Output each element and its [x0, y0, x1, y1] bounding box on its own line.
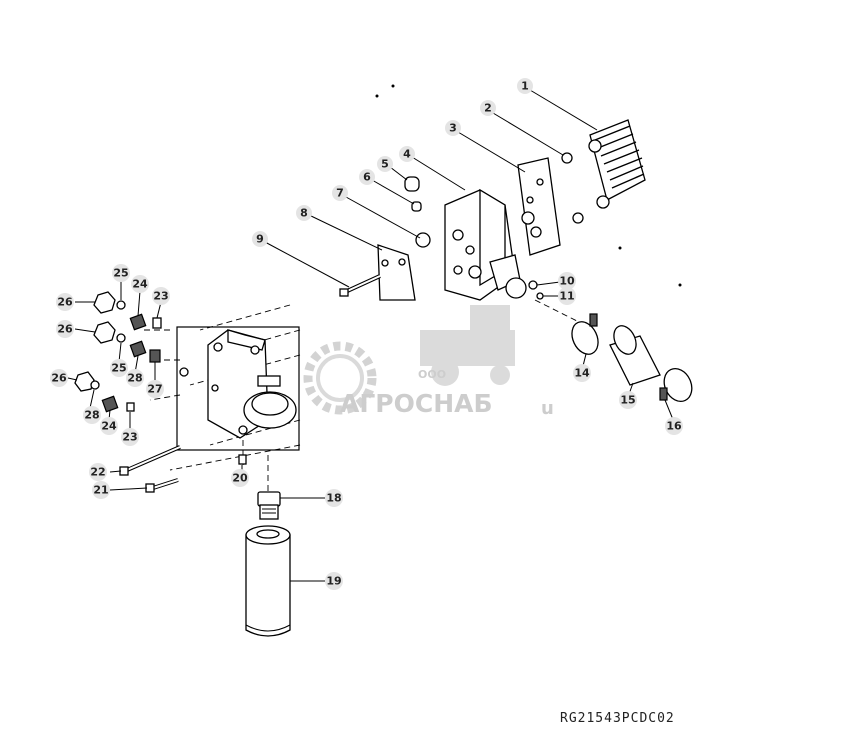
callout-24-b: 24 — [100, 417, 118, 435]
callout-26-b: 26 — [56, 320, 74, 338]
housing-gasket — [377, 244, 416, 301]
hose-clamp-14 — [571, 313, 599, 355]
left-fittings — [74, 291, 189, 413]
svg-text:3: 3 — [449, 122, 457, 135]
callout-14: 14 — [573, 364, 591, 382]
plug-6 — [411, 201, 422, 212]
svg-text:25: 25 — [111, 362, 126, 375]
plug-20 — [238, 454, 247, 465]
filter-base-detail-box — [176, 326, 300, 451]
leader-lines — [67, 89, 675, 582]
svg-text:15: 15 — [620, 394, 635, 407]
svg-text:23: 23 — [153, 290, 168, 303]
callout-1: 1 — [517, 78, 533, 94]
callout-5: 5 — [377, 156, 393, 172]
callout-4: 4 — [399, 146, 415, 162]
svg-text:21: 21 — [93, 484, 108, 497]
svg-text:18: 18 — [326, 492, 341, 505]
svg-text:26: 26 — [57, 296, 73, 309]
callout-6: 6 — [359, 169, 375, 185]
svg-text:1: 1 — [521, 80, 529, 93]
svg-text:8: 8 — [300, 207, 308, 220]
svg-text:4: 4 — [403, 148, 411, 161]
callout-20: 20 — [231, 469, 249, 487]
figure-reference-code: RG21543PCDC02 — [560, 711, 675, 726]
svg-text:28: 28 — [127, 372, 142, 385]
svg-text:7: 7 — [336, 187, 344, 200]
svg-text:23: 23 — [122, 431, 137, 444]
callout-24-a: 24 — [131, 275, 149, 293]
svg-text:6: 6 — [363, 171, 371, 184]
watermark-gear-icon — [303, 341, 377, 415]
svg-text:14: 14 — [574, 367, 590, 380]
plug-5 — [404, 176, 420, 192]
oil-cooler-core — [588, 119, 646, 209]
filter-adapter-18 — [257, 491, 281, 520]
o-ring-2 — [561, 152, 573, 164]
svg-text:28: 28 — [84, 409, 99, 422]
callout-26-a: 26 — [56, 293, 74, 311]
svg-text:16: 16 — [666, 420, 682, 433]
svg-text:5: 5 — [381, 158, 389, 171]
hose-15 — [609, 325, 661, 386]
callout-15: 15 — [619, 391, 637, 409]
cooler-gasket — [517, 157, 561, 256]
svg-text:24: 24 — [101, 420, 117, 433]
callout-27: 27 — [146, 380, 164, 398]
callout-25-a: 25 — [112, 264, 130, 282]
cap-screw-22 — [119, 445, 181, 476]
svg-text:9: 9 — [256, 233, 264, 246]
callout-23-b: 23 — [121, 428, 139, 446]
callout-26-c: 26 — [50, 369, 68, 387]
svg-text:24: 24 — [132, 278, 148, 291]
callout-2: 2 — [480, 100, 496, 116]
cap-screw-21 — [145, 478, 179, 493]
callout-9: 9 — [252, 231, 268, 247]
callout-28-b: 28 — [83, 406, 101, 424]
svg-text:27: 27 — [147, 383, 162, 396]
svg-text:20: 20 — [232, 472, 248, 485]
svg-text:22: 22 — [90, 466, 105, 479]
svg-text:10: 10 — [559, 275, 575, 288]
watermark-suffix: u — [541, 398, 554, 419]
oil-filter-base — [207, 329, 297, 439]
watermark-prefix: ООО — [418, 368, 446, 381]
svg-text:26: 26 — [51, 372, 67, 385]
callout-23-a: 23 — [152, 287, 170, 305]
svg-text:25: 25 — [113, 267, 128, 280]
callout-21: 21 — [92, 481, 110, 499]
callout-16: 16 — [665, 417, 683, 435]
callout-19: 19 — [325, 572, 343, 590]
hose-clamp-16 — [659, 367, 693, 403]
cap-screw-9 — [339, 274, 381, 297]
callout-25-b: 25 — [110, 359, 128, 377]
svg-text:26: 26 — [57, 323, 73, 336]
o-ring-2b — [572, 212, 584, 224]
plug-10 — [528, 280, 538, 290]
svg-text:11: 11 — [559, 290, 574, 303]
callout-28-a: 28 — [126, 369, 144, 387]
svg-text:19: 19 — [326, 575, 341, 588]
plug-11 — [536, 292, 544, 300]
watermark: ООО АГРОСНАБ u — [303, 305, 554, 419]
watermark-harvester-icon — [420, 305, 515, 386]
plug-7 — [415, 232, 431, 248]
callout-3: 3 — [445, 120, 461, 136]
oil-cooler-housing — [444, 188, 527, 301]
svg-text:2: 2 — [484, 102, 492, 115]
callout-18: 18 — [325, 489, 343, 507]
callout-8: 8 — [296, 205, 312, 221]
callout-11: 11 — [558, 287, 576, 305]
oil-filter-19 — [245, 525, 291, 637]
callout-10: 10 — [558, 272, 576, 290]
callout-7: 7 — [332, 185, 348, 201]
watermark-brand: АГРОСНАБ — [340, 389, 493, 418]
callout-22: 22 — [89, 463, 107, 481]
